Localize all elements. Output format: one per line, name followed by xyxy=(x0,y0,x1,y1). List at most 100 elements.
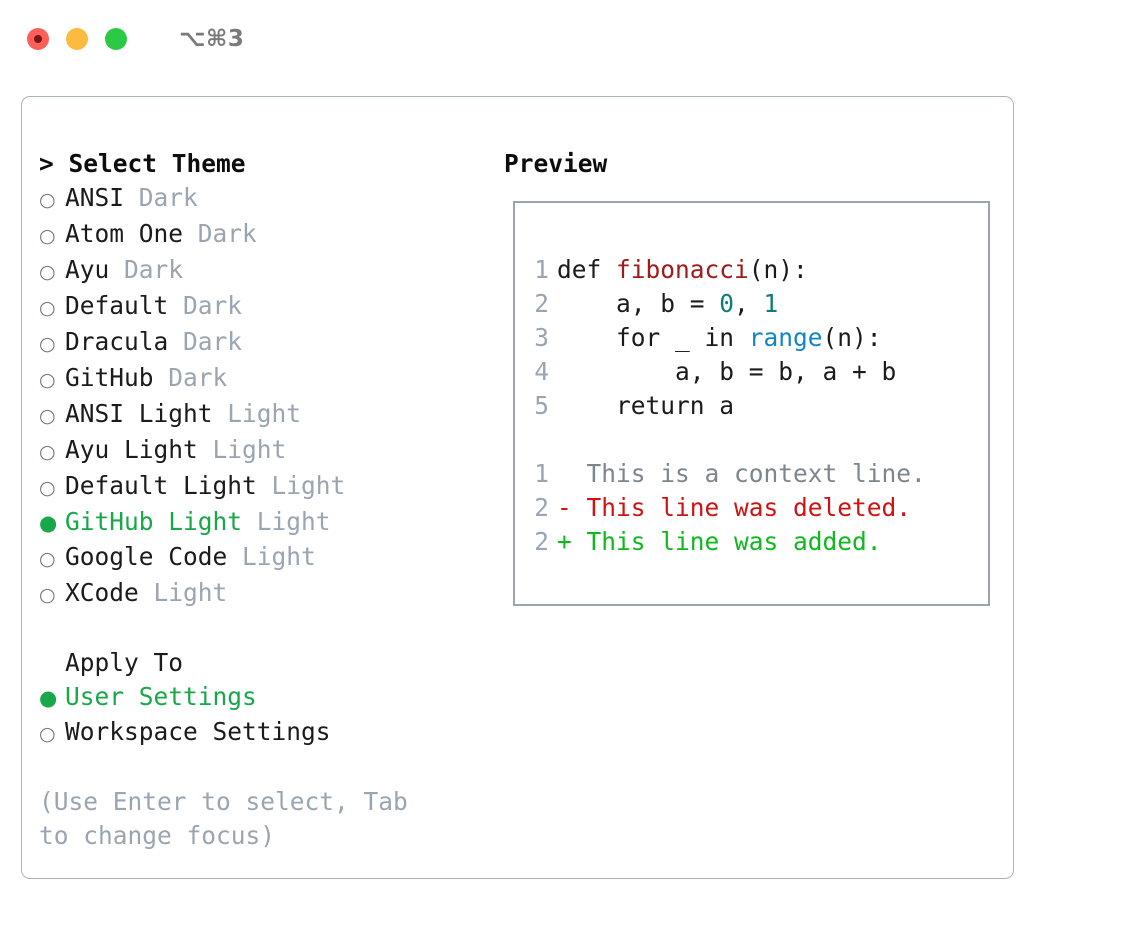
title-bar: ⌥⌘3 xyxy=(0,0,1140,78)
theme-name-label: ANSI Light xyxy=(65,399,213,428)
code-line: 1 def fibonacci(n): xyxy=(515,253,988,287)
diff-line: 1 This is a context line. xyxy=(515,457,988,491)
theme-selector-column: > Select Theme ○ANSI Dark○Atom One Dark○… xyxy=(22,97,502,878)
theme-variant-label: Dark xyxy=(168,327,243,356)
apply-to-option-row[interactable]: ○ Workspace Settings xyxy=(39,715,502,751)
apply-to-list[interactable]: ● User Settings ○ Workspace Settings xyxy=(39,680,502,751)
diff-line-content: This line was deleted. xyxy=(586,493,912,522)
theme-name-label: ANSI xyxy=(65,183,125,212)
theme-variant-label: Dark xyxy=(183,219,257,248)
diff-sign: - xyxy=(557,493,587,522)
close-button[interactable] xyxy=(27,28,49,50)
theme-list[interactable]: ○ ANSI Dark ○ Atom One Dark ○ Ayu Dark ○ Defaul… xyxy=(39,181,502,612)
diff-line-number: 1 xyxy=(534,459,549,488)
theme-name-label: Default xyxy=(65,291,169,320)
theme-variant-label: Light xyxy=(227,542,316,571)
traffic-lights xyxy=(27,28,127,50)
preview-heading: Preview xyxy=(504,149,608,178)
radio-unselected-icon[interactable]: ○ xyxy=(39,441,56,463)
theme-variant-label: Dark xyxy=(153,363,228,392)
theme-option-row[interactable]: ○ Ayu Dark xyxy=(39,253,502,289)
code-line-number: 4 xyxy=(534,357,549,386)
code-token: 1 xyxy=(763,289,779,318)
diff-sign xyxy=(557,457,587,491)
theme-name-label: XCode xyxy=(65,578,139,607)
minimize-button[interactable] xyxy=(66,28,88,50)
apply-to-option-row[interactable]: ● User Settings xyxy=(39,680,502,715)
radio-selected-icon[interactable]: ● xyxy=(39,511,58,535)
radio-unselected-icon[interactable]: ○ xyxy=(39,261,56,283)
code-token: 0 xyxy=(719,289,735,318)
diff-line-number: 2 xyxy=(534,527,549,556)
code-line-content: def fibonacci(n): xyxy=(557,253,808,287)
diff-line: 2+ This line was added. xyxy=(515,525,988,559)
theme-option-row[interactable]: ○ Dracula Dark xyxy=(39,325,502,361)
radio-unselected-icon[interactable]: ○ xyxy=(39,477,56,499)
keyboard-hint-text: (Use Enter to select, Tab to change focu… xyxy=(39,787,423,850)
theme-name-label: Atom One xyxy=(65,219,184,248)
preview-spacer xyxy=(515,423,988,457)
select-theme-heading: > Select Theme xyxy=(39,149,246,178)
diff-line-number: 2 xyxy=(534,493,549,522)
theme-option-row[interactable]: ○ Google Code Light xyxy=(39,540,502,576)
code-line-content: return a xyxy=(557,389,734,423)
maximize-button[interactable] xyxy=(105,28,127,50)
code-line-content: for _ in range(n): xyxy=(557,321,882,355)
radio-unselected-icon[interactable]: ○ xyxy=(39,405,56,427)
radio-unselected-icon[interactable]: ○ xyxy=(39,584,56,606)
theme-variant-label: Light xyxy=(256,471,346,500)
radio-selected-icon[interactable]: ● xyxy=(39,686,58,710)
theme-option-row[interactable]: ○ Default Light Light xyxy=(39,469,502,505)
radio-unselected-icon[interactable]: ○ xyxy=(39,369,56,391)
radio-unselected-icon[interactable]: ○ xyxy=(39,189,56,211)
code-line: 3 for _ in range(n): xyxy=(515,321,988,355)
code-line-content: a, b = 0, 1 xyxy=(557,287,778,321)
apply-to-heading: Apply To xyxy=(65,648,184,677)
theme-variant-label: Light xyxy=(138,578,228,607)
radio-unselected-icon[interactable]: ○ xyxy=(39,225,56,247)
theme-name-label: GitHub Light xyxy=(65,507,243,536)
theme-option-row[interactable]: ○ GitHub Dark xyxy=(39,361,502,397)
apply-to-label: User Settings xyxy=(65,682,257,711)
theme-name-label: Google Code xyxy=(65,542,228,571)
code-line: 2 a, b = 0, 1 xyxy=(515,287,988,321)
theme-option-row[interactable]: ●GitHub Light Light xyxy=(39,505,502,540)
theme-option-row[interactable]: ○ ANSI Dark xyxy=(39,181,502,217)
code-token: (n): xyxy=(822,323,882,352)
code-line: 4 a, b = b, a + b xyxy=(515,355,988,389)
theme-name-label: Ayu Light xyxy=(65,435,198,464)
radio-unselected-icon[interactable]: ○ xyxy=(39,723,56,745)
code-token: range xyxy=(748,323,823,352)
theme-option-row[interactable]: ○ANSI Light Light xyxy=(39,397,502,433)
theme-name-label: Dracula xyxy=(65,327,169,356)
apply-to-label: Workspace Settings xyxy=(65,717,331,746)
code-line-number: 1 xyxy=(534,255,549,284)
radio-unselected-icon[interactable]: ○ xyxy=(39,333,56,355)
theme-variant-label: Dark xyxy=(124,183,198,212)
theme-name-label: GitHub xyxy=(65,363,154,392)
apply-to-section: Apply To ● User Settings ○ Workspace Settin… xyxy=(39,646,502,751)
theme-name-label: Default Light xyxy=(65,471,257,500)
diff-sign: + xyxy=(557,527,587,556)
radio-unselected-icon[interactable]: ○ xyxy=(39,548,56,570)
theme-variant-label: Dark xyxy=(109,255,184,284)
theme-option-row[interactable]: ○Ayu Light Light xyxy=(39,433,502,469)
theme-option-row[interactable]: ○ Default Dark xyxy=(39,289,502,325)
theme-option-row[interactable]: ○ XCode Light xyxy=(39,576,502,612)
radio-unselected-icon[interactable]: ○ xyxy=(39,297,56,319)
code-token: a, b = b, a + b xyxy=(557,357,897,386)
code-line-number: 3 xyxy=(534,323,549,352)
code-token: fibonacci xyxy=(616,255,749,284)
theme-variant-label: Dark xyxy=(168,291,243,320)
theme-name-label: Ayu xyxy=(65,255,110,284)
main-panel: > Select Theme ○ANSI Dark○Atom One Dark○… xyxy=(21,96,1014,879)
code-line-number: 2 xyxy=(534,289,549,318)
code-token: for _ in xyxy=(557,323,749,352)
theme-option-row[interactable]: ○ Atom One Dark xyxy=(39,217,502,253)
code-token: (n): xyxy=(748,255,808,284)
code-line-content: a, b = b, a + b xyxy=(557,355,896,389)
